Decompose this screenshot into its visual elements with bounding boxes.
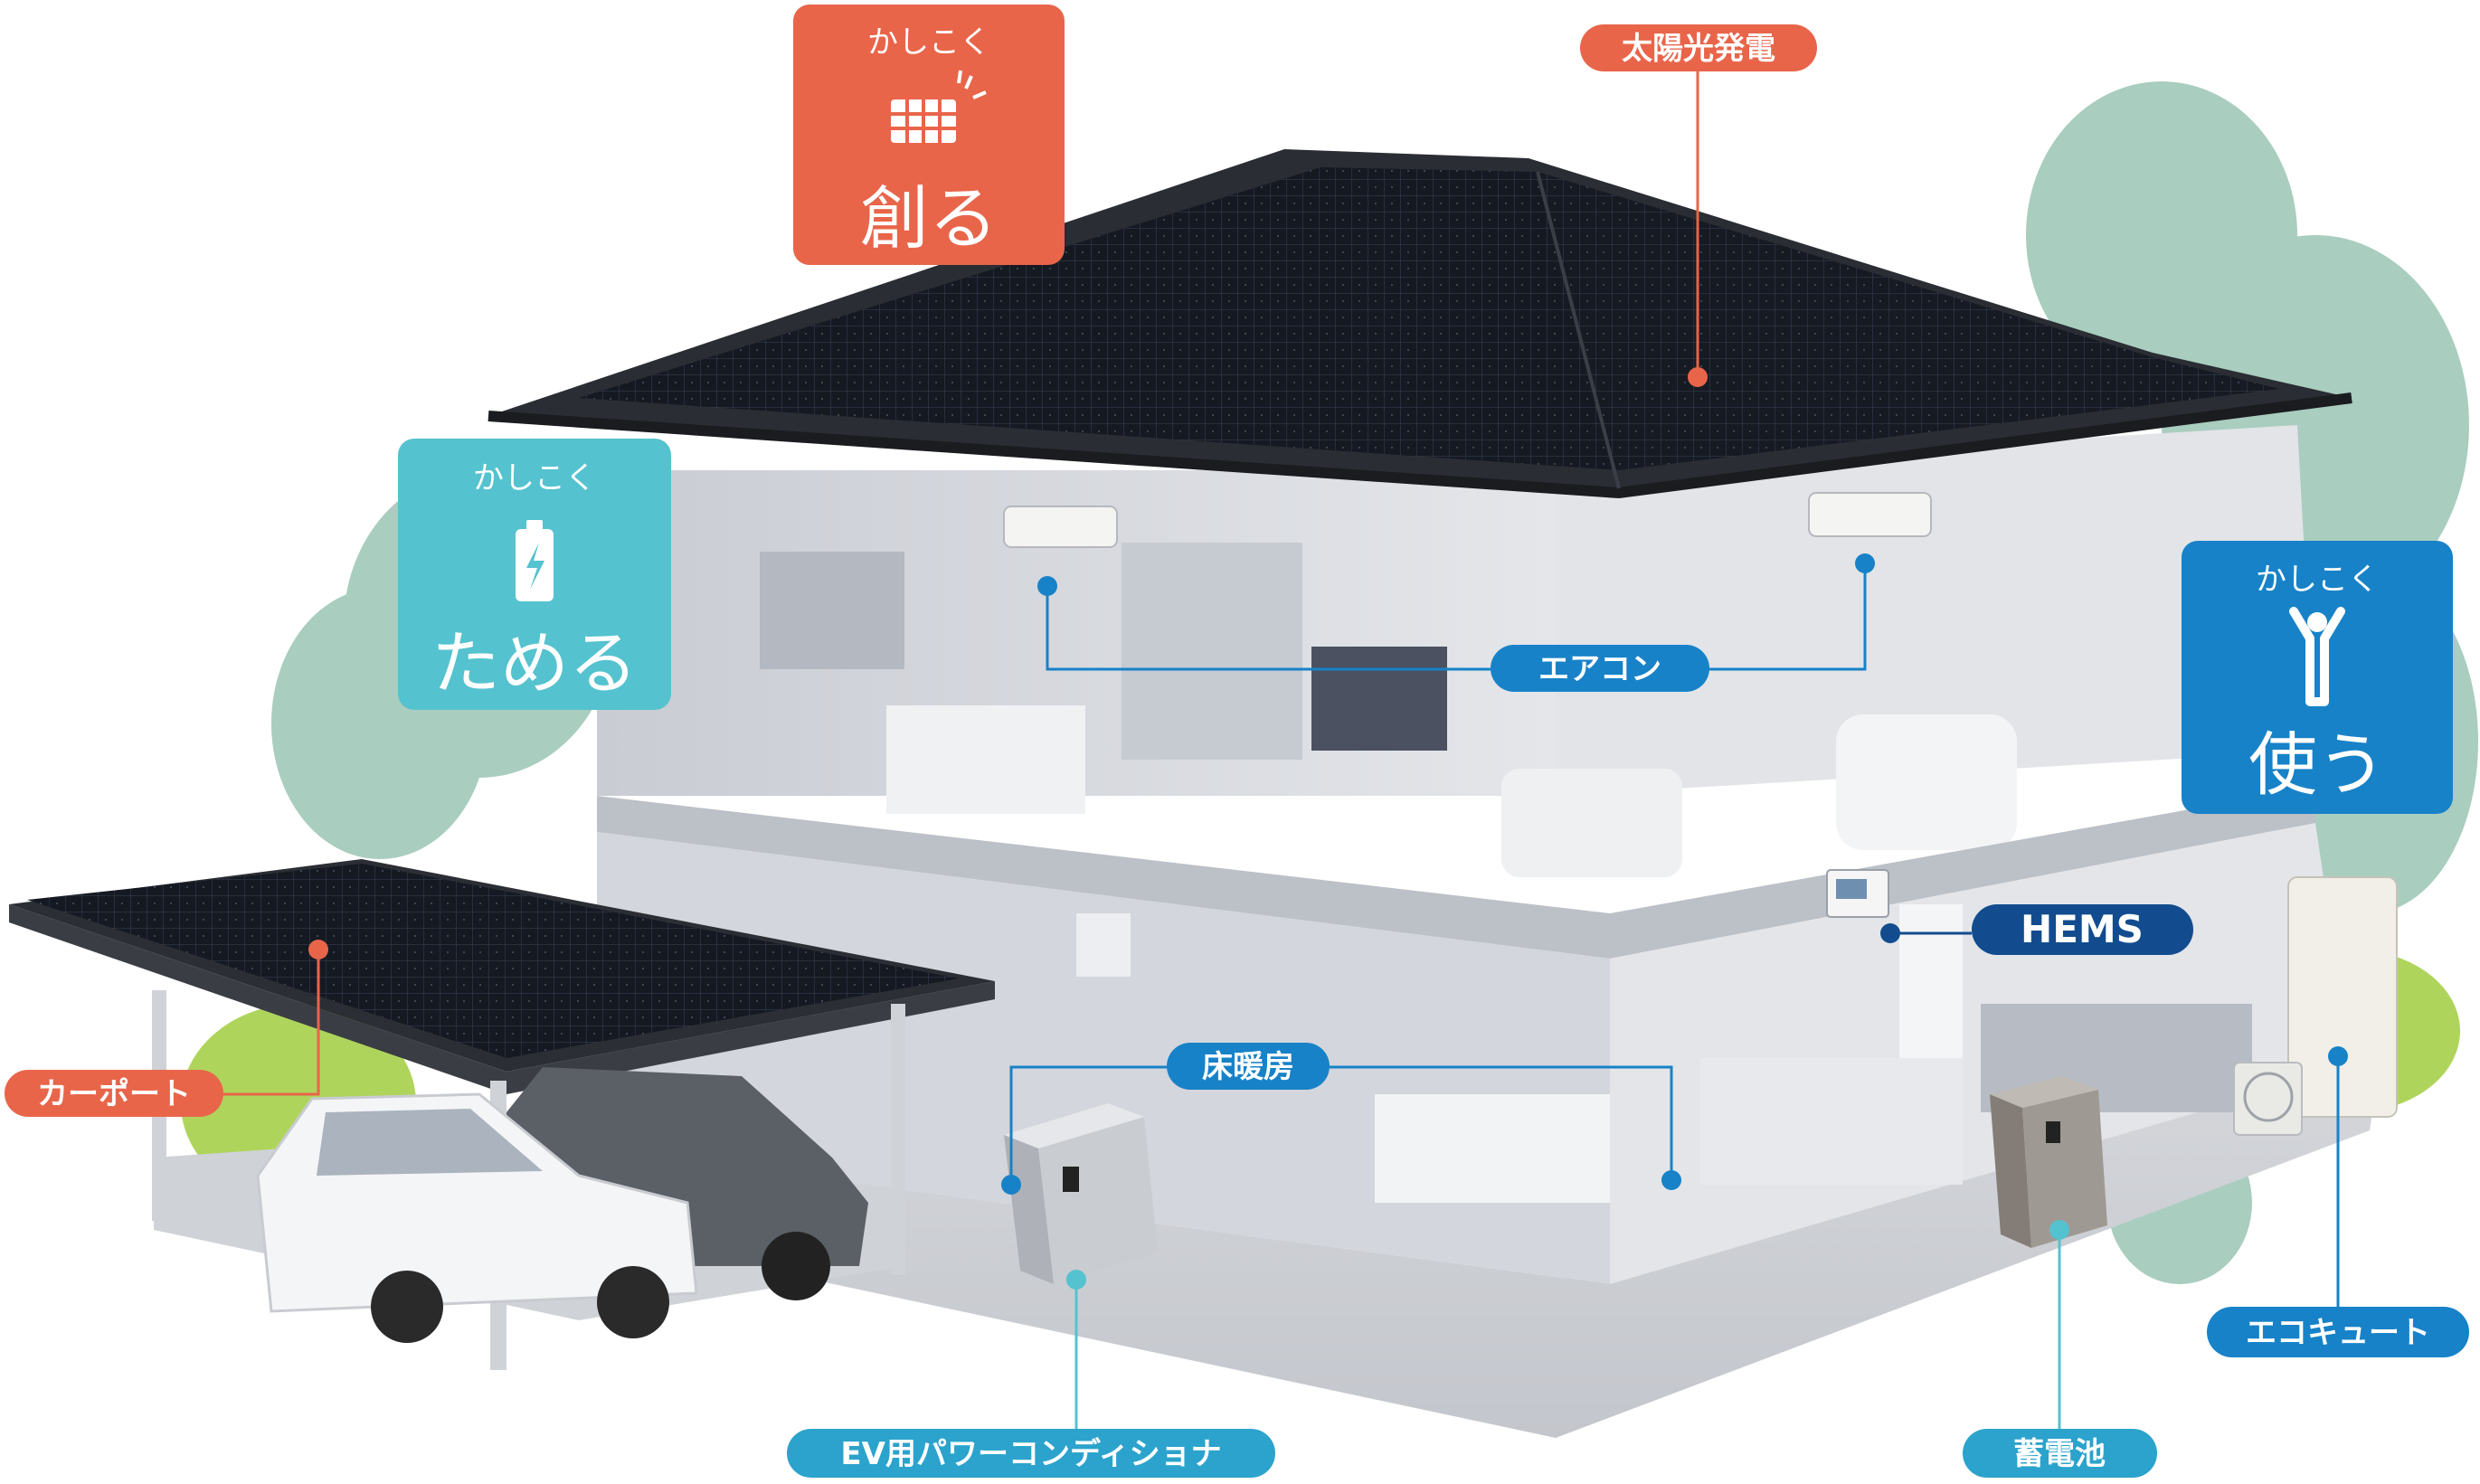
label-hems: HEMS [1972,904,2193,955]
label-solar: 太陽光発電 [1580,24,1817,71]
label-aircon: エアコン [1491,645,1709,692]
card-use: かしこく 使う [2182,541,2453,814]
svg-text:蓄電池: 蓄電池 [2013,1436,2106,1472]
label-ecocute: エコキュート [2207,1307,2469,1357]
card-store: かしこく ためる [398,439,671,710]
svg-text:太陽光発電: 太陽光発電 [1622,31,1775,67]
hems-panel [1826,869,1889,918]
floor-heating-connector-right [1330,1065,1673,1180]
solar-panel-icon [891,70,987,143]
aircon-connector-right [1709,563,1867,671]
svg-text:エアコン: エアコン [1538,651,1661,687]
card-store-kicker: かしこく [473,460,596,496]
label-battery: 蓄電池 [1963,1429,2157,1478]
card-create: かしこく 創る [793,5,1065,265]
carport-connector [222,950,320,1096]
air-conditioner-left [1003,506,1118,548]
mid-floor-slab [597,787,2315,959]
card-store-title: ためる [431,623,638,704]
ev-power-conditioner-unit [1004,1103,1158,1284]
svg-text:EV用パワーコンディショナ: EV用パワーコンディショナ [840,1436,1221,1472]
aircon-connector [1046,586,1491,671]
car-white [256,1092,698,1343]
label-carport: カーポート [5,1070,223,1117]
main-roof [487,149,2352,499]
person-icon [2289,607,2345,706]
card-use-kicker: かしこく [2256,562,2379,598]
connector-lines [222,50,2340,1438]
svg-text:カーポート: カーポート [37,1076,191,1112]
card-use-title: 使う [2248,724,2386,805]
label-ev-power-conditioner: EV用パワーコンディショナ [787,1429,1275,1478]
card-create-kicker: かしこく [867,24,990,61]
upper-floor [597,425,2315,877]
svg-text:HEMS: HEMS [2021,907,2144,951]
floor-heating-connector-left [1009,1065,1167,1185]
battery-icon [516,520,554,601]
air-conditioner-right [1808,492,1932,537]
ecocute-unit [2233,876,2398,1136]
svg-text:エコキュート: エコキュート [2246,1315,2430,1351]
label-floor-heating: 床暖房 [1167,1043,1330,1090]
storage-battery-unit [1990,1076,2107,1248]
card-create-title: 創る [860,178,998,259]
connector-dots [308,367,2348,1290]
svg-text:床暖房: 床暖房 [1202,1049,1294,1085]
